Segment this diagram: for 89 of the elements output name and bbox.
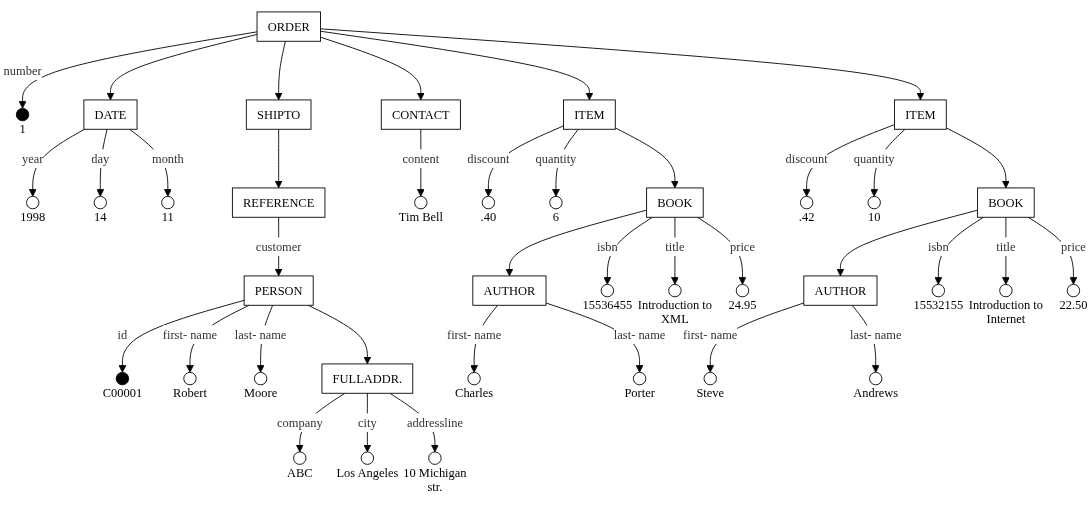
edge-label: content xyxy=(402,151,440,166)
value-label: Los Angeles xyxy=(336,465,399,480)
value-label: .42 xyxy=(798,210,815,225)
node-circle xyxy=(183,371,197,386)
edge-label: discount xyxy=(785,151,828,166)
node-box: BOOK xyxy=(977,187,1035,218)
node-circle xyxy=(360,451,375,465)
node-circle xyxy=(428,451,442,465)
node-box: ITEM xyxy=(894,99,947,130)
value-label: 1 xyxy=(19,122,26,137)
edge-label: addressline xyxy=(406,415,463,430)
edge-label: day xyxy=(91,151,110,166)
edge-label: isbn xyxy=(596,239,618,254)
edge-label: discount xyxy=(467,151,510,166)
value-label: Andrews xyxy=(853,386,899,401)
node-circle xyxy=(999,283,1013,298)
node-circle xyxy=(26,195,40,210)
node-circle xyxy=(600,283,615,298)
node-circle xyxy=(414,195,428,210)
node-box: CONTACT xyxy=(380,99,461,130)
value-label: 10 xyxy=(867,210,881,225)
value-label: 11 xyxy=(161,210,174,225)
value-label: ABC xyxy=(287,465,313,480)
node-dot xyxy=(115,371,130,386)
node-circle xyxy=(799,195,814,210)
value-label: 24.95 xyxy=(728,298,757,313)
value-label: Porter xyxy=(624,386,655,401)
edge-label: month xyxy=(151,151,184,166)
edge-label: first- name xyxy=(162,327,218,342)
value-label: Introduction to XML xyxy=(637,298,713,327)
node-circle xyxy=(703,371,717,386)
value-label: Moore xyxy=(244,386,278,401)
node-box: ORDER xyxy=(256,11,321,42)
node-circle xyxy=(253,371,268,386)
value-label: 1998 xyxy=(20,210,46,225)
edge-label: customer xyxy=(255,239,302,254)
node-box: BOOK xyxy=(646,187,704,218)
value-label: Tim Bell xyxy=(398,210,443,225)
value-label: .40 xyxy=(480,210,497,225)
edge-label: last- name xyxy=(849,327,902,342)
node-dot xyxy=(15,107,30,122)
value-label: 15536455 xyxy=(582,298,633,313)
edge-label: first- name xyxy=(683,327,738,342)
edge-label: last- name xyxy=(234,327,287,342)
edge-label: title xyxy=(996,239,1016,254)
value-label: 6 xyxy=(552,210,560,225)
value-label: 22.50 xyxy=(1059,298,1088,313)
node-circle xyxy=(467,371,481,386)
edge-label: quantity xyxy=(853,151,895,166)
node-circle xyxy=(668,283,682,298)
node-circle xyxy=(632,371,647,386)
edge-label: isbn xyxy=(927,239,949,254)
edge-label: id xyxy=(117,327,128,342)
node-box: DATE xyxy=(83,99,138,130)
edge-label: last- name xyxy=(613,327,666,342)
value-label: 10 Michigan str. xyxy=(403,465,467,495)
edge-label: title xyxy=(665,239,685,254)
value-label: Steve xyxy=(696,386,725,401)
node-circle xyxy=(93,195,107,210)
value-label: Introduction to Internet xyxy=(968,298,1044,327)
value-label: Robert xyxy=(173,386,207,401)
value-label: 15532155 xyxy=(913,298,964,313)
value-label: 14 xyxy=(94,210,107,225)
edge-label: city xyxy=(358,415,377,430)
edge-label: quantity xyxy=(535,151,577,166)
node-box: FULLADDR. xyxy=(321,363,414,394)
node-circle xyxy=(931,283,945,298)
node-circle xyxy=(481,195,496,210)
node-box: AUTHOR xyxy=(803,275,878,306)
node-box: ITEM xyxy=(563,99,616,130)
node-box: PERSON xyxy=(243,275,314,306)
node-circle xyxy=(1066,283,1081,298)
edge-label: company xyxy=(276,415,323,430)
value-label: Charles xyxy=(455,386,494,401)
node-box: SHIPTO xyxy=(245,99,312,130)
node-circle xyxy=(735,283,750,298)
node-box: REFERENCE xyxy=(231,187,326,218)
edge-label: year xyxy=(22,151,44,166)
edge-label: first- name xyxy=(446,327,502,342)
node-box: AUTHOR xyxy=(472,275,547,306)
node-circle xyxy=(549,195,563,210)
node-circle xyxy=(293,451,307,465)
edge-label: number xyxy=(3,63,42,78)
node-circle xyxy=(161,195,175,210)
edge-label: price xyxy=(1061,239,1086,254)
edge-label: price xyxy=(730,239,755,254)
node-circle xyxy=(869,371,883,386)
node-circle xyxy=(867,195,881,210)
value-label: C00001 xyxy=(102,386,143,401)
